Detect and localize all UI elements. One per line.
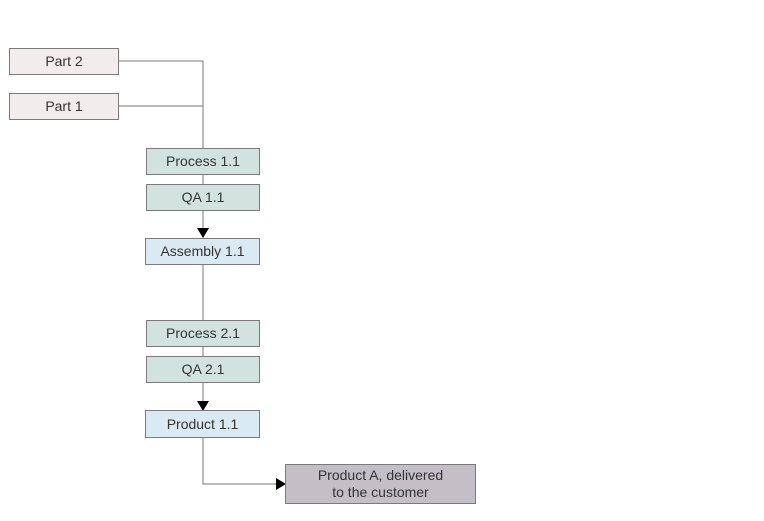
node-process-2-1: Process 2.1	[146, 320, 260, 347]
arrowhead-product11	[197, 401, 209, 411]
node-part-2: Part 2	[9, 48, 119, 75]
arrowhead-assembly11	[197, 228, 209, 238]
node-qa-1-1: QA 1.1	[146, 184, 260, 211]
node-process-1-1: Process 1.1	[146, 148, 260, 175]
connector-part2	[119, 60, 204, 148]
node-product-a: Product A, delivered to the customer	[285, 464, 476, 504]
connector-product11-producta	[202, 437, 277, 485]
node-assembly-1-1: Assembly 1.1	[145, 238, 260, 265]
node-qa-2-1: QA 2.1	[146, 356, 260, 383]
arrowhead-producta	[276, 478, 286, 490]
node-product-1-1: Product 1.1	[145, 410, 260, 438]
node-part-1: Part 1	[9, 93, 119, 120]
